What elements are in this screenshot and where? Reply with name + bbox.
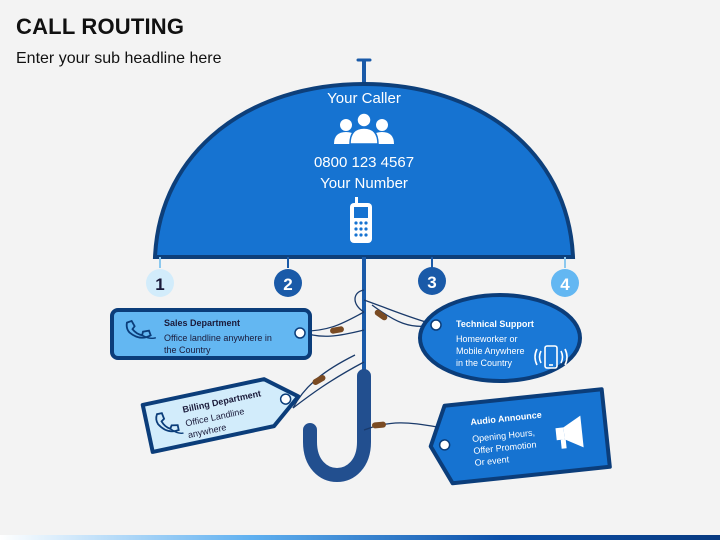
umbrella-canopy	[152, 81, 576, 259]
sales-tag-line-1: Office landline anywhere in	[164, 333, 272, 343]
svg-text:1: 1	[155, 275, 164, 294]
svg-text:3: 3	[427, 273, 436, 292]
audio-tag-line-3: Or event	[474, 454, 510, 468]
technical-tag-line-2: Mobile Anywhere	[456, 346, 525, 356]
marker-1: 1	[146, 269, 174, 297]
technical-tag-line-3: in the Country	[456, 358, 513, 368]
people-group-icon	[334, 112, 394, 145]
technical-support-tag: Technical Support Homeworker or Mobile A…	[418, 293, 582, 383]
telephone-handset-icon	[155, 412, 184, 434]
string-knots	[312, 309, 388, 429]
sales-department-tag: Sales Department Office landline anywher…	[110, 308, 312, 360]
umbrella-handle	[303, 369, 371, 482]
marker-2: 2	[274, 269, 302, 297]
technical-tag-line-1: Homeworker or	[456, 334, 518, 344]
phone-number: 0800 123 4567	[314, 154, 414, 171]
billing-department-tag: Billing Department Office Landline anywh…	[140, 377, 301, 454]
sales-tag-line-2: the Country	[164, 345, 211, 355]
audio-announce-tag: Audio Announce Opening Hours, Offer Prom…	[428, 387, 612, 486]
svg-text:2: 2	[283, 275, 292, 294]
marker-4: 4	[551, 269, 579, 297]
number-label: Your Number	[320, 175, 408, 192]
svg-text:4: 4	[560, 275, 570, 294]
technical-tag-title: Technical Support	[456, 319, 534, 329]
page-subtitle: Enter your sub headline here	[16, 50, 222, 67]
telephone-handset-icon	[125, 319, 157, 339]
mobile-phone-icon	[350, 197, 372, 243]
sales-tag-title: Sales Department	[164, 318, 240, 328]
megaphone-icon	[555, 415, 584, 449]
smartphone-ringing-icon	[534, 345, 568, 369]
footer-accent-bar	[0, 535, 720, 540]
page-title: CALL ROUTING	[16, 14, 185, 39]
marker-3: 3	[418, 267, 446, 295]
caller-label: Your Caller	[327, 90, 401, 107]
